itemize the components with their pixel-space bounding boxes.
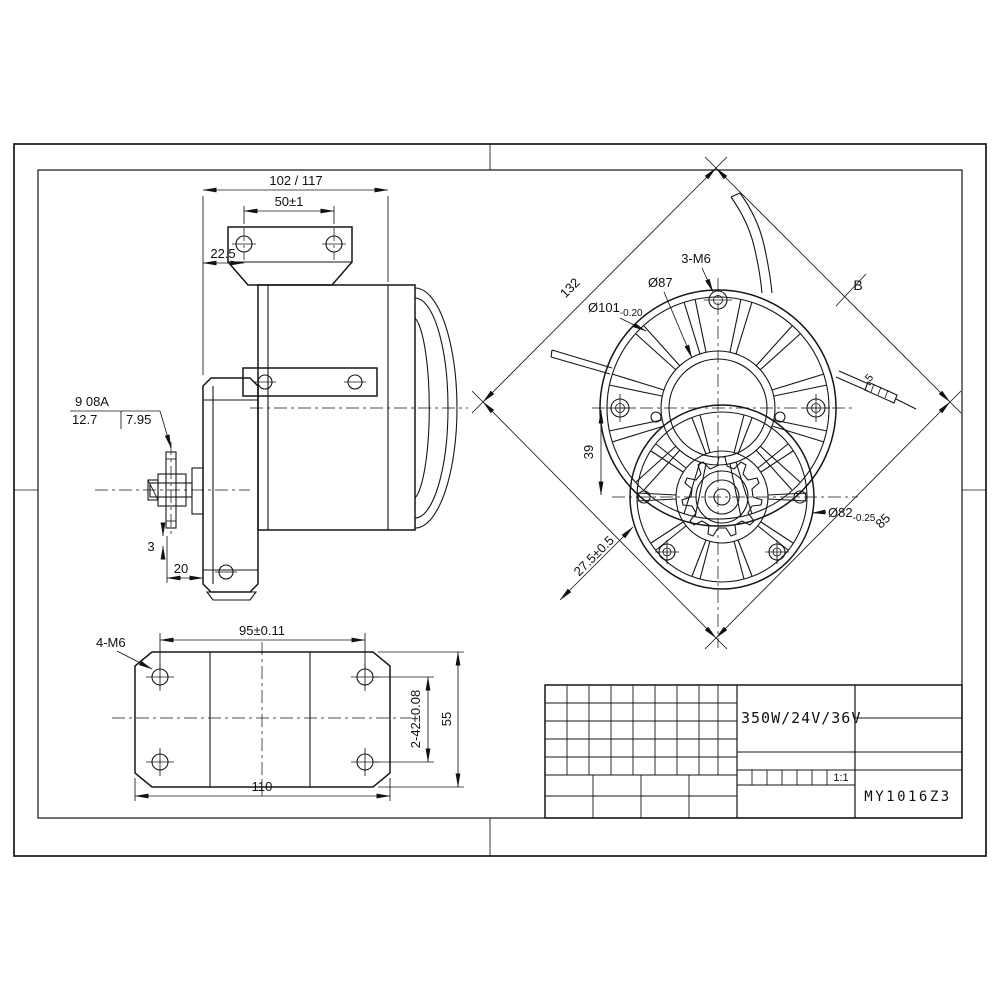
front-view: 132 85 27.5±0.5 39 3-M6 Ø87 Ø101-0.20 Ø8… [471,156,962,650]
dim-step-label: 3 [147,539,154,554]
dim-axis-distance: 39 [581,409,604,496]
chain-pitch-label: 12.7 [72,412,97,427]
base-plate [134,651,391,788]
bolt-circle-dia: Ø101 [588,300,620,315]
outer-border [13,143,987,857]
dim-overall-length: 102 / 117 [202,173,389,375]
mount-holes-label: 4-M6 [96,635,126,650]
dim-hole-spacing-label: 50±1 [275,194,304,209]
dim-base-height-label: 55 [439,712,454,726]
spigot-dia-label: Ø87 [648,275,673,290]
end-cap-arc [414,297,449,519]
model-number: MY1016Z3 [864,789,951,805]
bolt-circle-tol: -0.20 [620,308,643,319]
dim-shaft-length-label: 20 [174,561,188,576]
shaft [149,482,193,498]
mount-holes-label: 3-M6 [681,251,711,266]
roller-dia-label: 7.95 [126,412,151,427]
dim-row-span: 2-42±0.08 [374,676,434,763]
dim-overall-length-label: 102 / 117 [269,173,322,188]
title-block-border [544,684,963,819]
bottom-view: 95±0.11 4-M6 110 2-42±0.08 55 [96,623,464,801]
dim-hole-spacing: 50±1 [243,194,335,224]
end-cap-arc [414,287,458,529]
mount-holes-note: 4-M6 [96,635,153,670]
chain-spec-label: 9 08A [75,394,109,409]
mid-bracket [242,367,378,397]
dim-edge-offset: 22.5 [202,246,245,266]
dim-across-corners-label: 132 [557,275,583,301]
dim-axis-distance-label: 39 [581,445,596,459]
dim-hole-span: 95±0.11 [159,623,366,668]
base-holes [146,663,379,776]
output-boss [191,467,204,515]
diagonal-dimension-frame: 132 85 [471,156,962,650]
title-block-right-grid [737,717,962,786]
boss-tol: -0.25 [853,513,876,524]
dim-edge-offset-label: 22.5 [210,246,235,261]
front-view-notes: 3-M6 Ø87 Ø101-0.20 Ø82-0.25 B 5 [588,251,876,524]
title-block-grid [545,685,737,818]
boss-dia: Ø82 [828,505,853,520]
dim-edge-distance-label: 27.5±0.5 [571,533,617,579]
motor-body [257,284,458,531]
dim-edge-distance: 27.5±0.5 [559,526,634,601]
shaft-nut [147,479,159,501]
output-shaft-sprocket [147,451,193,529]
gearbox-housing [191,377,259,601]
dim-across-flats-label: 85 [872,510,893,531]
sprocket-disc [165,451,177,529]
dim-hole-span-label: 95±0.11 [239,623,285,638]
dim-step: 3 [147,522,166,560]
view-label: B [853,277,862,293]
end-cap-arc [414,317,430,499]
motor-spec: 350W/24V/36V [741,709,861,727]
dim-shaft-length: 20 [166,536,204,583]
side-view: 102 / 117 50±1 22.5 9 08A 12.7 7.95 3 [70,173,468,601]
dim-base-height: 55 [378,651,464,788]
chain-note: 9 08A 12.7 7.95 [70,394,172,449]
dim-base-width-label: 110 [252,779,273,794]
wire-connector [864,381,898,404]
bolt-circle-label: Ø101-0.20 [588,300,643,319]
dim-base-width: 110 [134,778,391,801]
title-block: 350W/24V/36V 1:1 MY1016Z3 [544,684,963,819]
dim-row-span-label: 2-42±0.08 [408,690,423,748]
bottom-foot [205,591,258,601]
top-bracket [227,226,353,286]
drawing-scale: 1:1 [833,772,848,784]
boss-dia-label: Ø82-0.25 [828,505,876,524]
